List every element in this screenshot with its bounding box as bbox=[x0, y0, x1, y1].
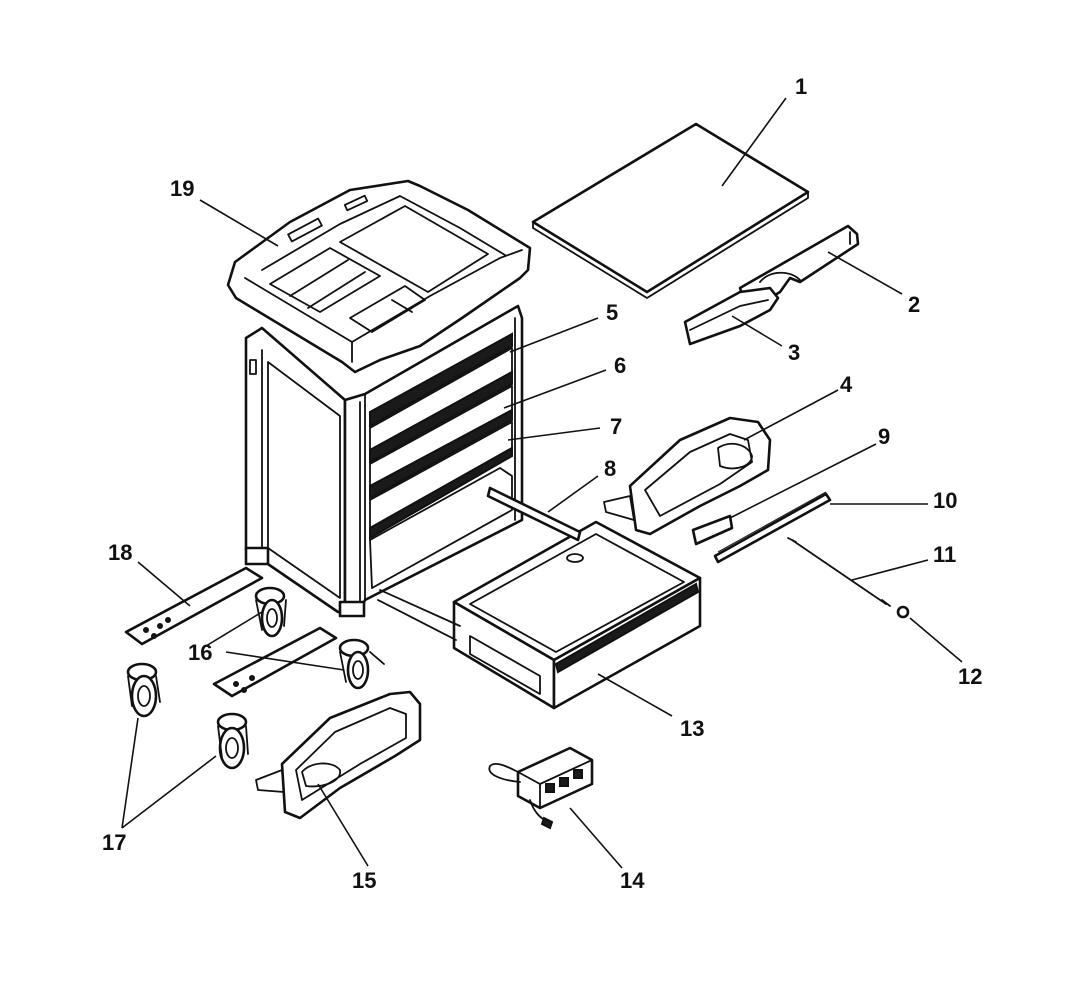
part-3-handle-left bbox=[683, 286, 780, 346]
part-18-plate bbox=[124, 566, 264, 646]
callout-13: 13 bbox=[680, 716, 704, 741]
callout-4: 4 bbox=[840, 372, 853, 397]
part-15-side-handle bbox=[255, 690, 422, 820]
callout-7: 7 bbox=[610, 414, 622, 439]
callout-5: 5 bbox=[606, 300, 618, 325]
callout-9: 9 bbox=[878, 424, 890, 449]
callout-18: 18 bbox=[108, 540, 132, 565]
callout-19: 19 bbox=[170, 176, 194, 201]
part-11-rod bbox=[787, 537, 891, 607]
callout-3: 3 bbox=[788, 340, 800, 365]
callout-11: 11 bbox=[933, 542, 956, 567]
part-13-drawer bbox=[377, 520, 702, 710]
callout-6: 6 bbox=[614, 353, 626, 378]
callout-15: 15 bbox=[352, 868, 376, 893]
part-17-caster-b bbox=[216, 712, 249, 770]
part-12-nut bbox=[896, 605, 910, 619]
part-16-plate bbox=[212, 626, 338, 698]
callout-10: 10 bbox=[933, 488, 957, 513]
part-8-slide bbox=[486, 486, 582, 542]
part-10-rail bbox=[713, 491, 832, 564]
leader-lines bbox=[121, 97, 963, 869]
part-16-caster-a bbox=[254, 586, 287, 638]
callout-16: 16 bbox=[188, 640, 212, 665]
callout-2: 2 bbox=[908, 292, 920, 317]
part-14-power-strip bbox=[488, 746, 594, 830]
part-16-caster-b bbox=[338, 638, 385, 690]
part-4-side-handle bbox=[603, 416, 772, 536]
callout-14: 14 bbox=[620, 868, 645, 893]
part-9-bracket bbox=[691, 514, 734, 546]
callout-17: 17 bbox=[102, 830, 126, 855]
callout-12: 12 bbox=[958, 664, 982, 689]
callout-labels: 1 2 3 4 5 6 7 8 9 10 11 12 13 14 15 16 1… bbox=[102, 74, 982, 893]
part-17-caster-a bbox=[126, 662, 161, 718]
part-1-top-mat bbox=[531, 122, 810, 299]
cabinet-body bbox=[244, 304, 524, 618]
part-19-top-tray bbox=[226, 179, 532, 374]
callout-8: 8 bbox=[604, 456, 616, 481]
callout-1: 1 bbox=[795, 74, 807, 99]
